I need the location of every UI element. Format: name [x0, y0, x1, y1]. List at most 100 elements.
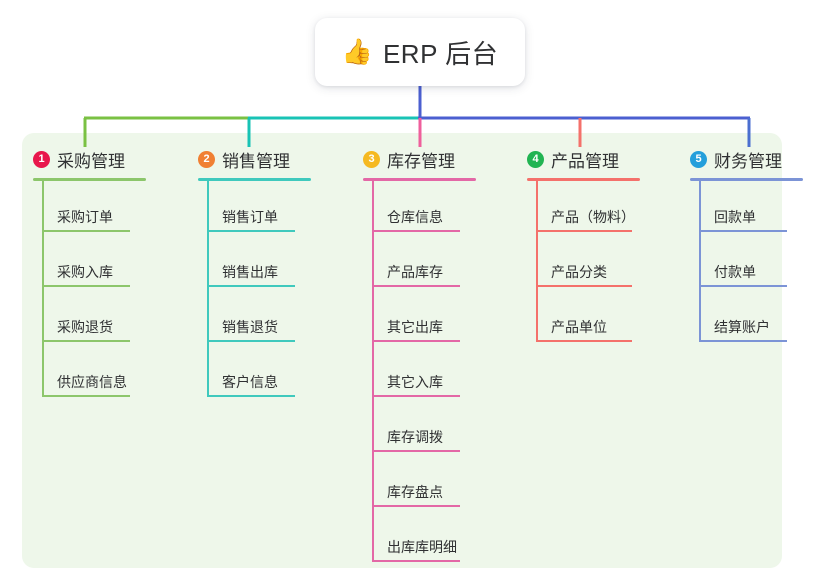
- column-title: 财务管理: [714, 151, 782, 171]
- leaf-list: 产品（物料） 产品分类产品单位: [527, 181, 640, 346]
- leaf-label: 采购订单: [57, 209, 113, 225]
- column-header-3[interactable]: 3 库存管理: [363, 146, 476, 172]
- leaf-label: 销售退货: [222, 319, 278, 335]
- leaf-underline: [536, 230, 632, 232]
- column-2: 2 销售管理销售订单销售出库销售退货客户信息: [198, 146, 311, 401]
- branch-spine: [42, 181, 44, 397]
- root-title: ERP 后台: [382, 38, 499, 69]
- leaf-item[interactable]: 采购退货: [33, 291, 146, 346]
- leaf-label: 回款单: [714, 209, 756, 225]
- leaf-item[interactable]: 采购订单: [33, 181, 146, 236]
- leaf-underline: [207, 340, 295, 342]
- leaf-underline: [372, 395, 460, 397]
- leaf-underline: [42, 230, 130, 232]
- leaf-list: 回款单付款单结算账户: [690, 181, 803, 346]
- number-badge-icon: 2: [198, 150, 215, 168]
- column-3: 3 库存管理仓库信息产品库存其它出库其它入库库存调拨库存盘点出库库明细: [363, 146, 476, 566]
- branch-spine: [699, 181, 701, 342]
- thumbs-up-icon: 👍: [341, 37, 373, 66]
- leaf-item[interactable]: 产品库存: [363, 236, 476, 291]
- leaf-underline: [207, 395, 295, 397]
- leaf-item[interactable]: 回款单: [690, 181, 803, 236]
- leaf-label: 付款单: [714, 264, 756, 280]
- leaf-item[interactable]: 库存调拨: [363, 401, 476, 456]
- leaf-item[interactable]: 产品单位: [527, 291, 640, 346]
- leaf-label: 供应商信息: [57, 374, 127, 390]
- column-underline: [690, 178, 803, 181]
- branch-spine: [372, 181, 374, 562]
- leaf-item[interactable]: 销售出库: [198, 236, 311, 291]
- leaf-underline: [42, 395, 130, 397]
- leaf-label: 库存调拨: [387, 429, 443, 445]
- leaf-label: 其它出库: [387, 319, 443, 335]
- leaf-label: 客户信息: [222, 374, 278, 390]
- leaf-underline: [207, 285, 295, 287]
- leaf-item[interactable]: 仓库信息: [363, 181, 476, 236]
- column-header-4[interactable]: 4 产品管理: [527, 146, 640, 172]
- leaf-item[interactable]: 其它入库: [363, 346, 476, 401]
- leaf-list: 采购订单采购入库采购退货供应商信息: [33, 181, 146, 401]
- leaf-item[interactable]: 采购入库: [33, 236, 146, 291]
- leaf-underline: [699, 230, 787, 232]
- leaf-underline: [699, 285, 787, 287]
- leaf-label: 采购退货: [57, 319, 113, 335]
- leaf-underline: [536, 285, 632, 287]
- column-title: 产品管理: [551, 151, 619, 171]
- number-badge-icon: 1: [33, 150, 50, 168]
- leaf-underline: [372, 560, 460, 562]
- number-badge-icon: 3: [363, 150, 380, 168]
- leaf-label: 出库库明细: [387, 539, 457, 555]
- number-badge-icon: 5: [690, 150, 707, 168]
- column-5: 5 财务管理回款单付款单结算账户: [690, 146, 803, 346]
- leaf-label: 销售订单: [222, 209, 278, 225]
- leaf-item[interactable]: 产品分类: [527, 236, 640, 291]
- leaf-label: 仓库信息: [387, 209, 443, 225]
- leaf-underline: [536, 340, 632, 342]
- leaf-label: 采购入库: [57, 264, 113, 280]
- leaf-item[interactable]: 销售退货: [198, 291, 311, 346]
- leaf-underline: [372, 230, 460, 232]
- leaf-item[interactable]: 结算账户: [690, 291, 803, 346]
- column-4: 4 产品管理产品（物料） 产品分类产品单位: [527, 146, 640, 346]
- column-header-1[interactable]: 1 采购管理: [33, 146, 146, 172]
- leaf-underline: [42, 340, 130, 342]
- column-title: 库存管理: [387, 151, 455, 171]
- leaf-underline: [372, 450, 460, 452]
- leaf-list: 销售订单销售出库销售退货客户信息: [198, 181, 311, 401]
- column-underline: [527, 178, 640, 181]
- number-badge-icon: 4: [527, 150, 544, 168]
- branch-spine: [536, 181, 538, 342]
- leaf-underline: [699, 340, 787, 342]
- column-title: 销售管理: [222, 151, 290, 171]
- leaf-item[interactable]: 付款单: [690, 236, 803, 291]
- column-title: 采购管理: [57, 151, 125, 171]
- leaf-item[interactable]: 客户信息: [198, 346, 311, 401]
- leaf-label: 结算账户: [714, 319, 770, 335]
- root-node[interactable]: 👍 ERP 后台: [315, 18, 525, 86]
- leaf-underline: [372, 505, 460, 507]
- leaf-underline: [372, 285, 460, 287]
- leaf-item[interactable]: 出库库明细: [363, 511, 476, 566]
- leaf-label: 产品（物料）: [551, 209, 635, 225]
- leaf-item[interactable]: 供应商信息: [33, 346, 146, 401]
- leaf-item[interactable]: 库存盘点: [363, 456, 476, 511]
- leaf-list: 仓库信息产品库存其它出库其它入库库存调拨库存盘点出库库明细: [363, 181, 476, 566]
- leaf-underline: [207, 230, 295, 232]
- leaf-item[interactable]: 产品（物料）: [527, 181, 640, 236]
- leaf-label: 库存盘点: [387, 484, 443, 500]
- branch-spine: [207, 181, 209, 397]
- leaf-underline: [42, 285, 130, 287]
- leaf-label: 其它入库: [387, 374, 443, 390]
- leaf-label: 产品库存: [387, 264, 443, 280]
- leaf-label: 产品单位: [551, 319, 607, 335]
- column-header-2[interactable]: 2 销售管理: [198, 146, 311, 172]
- column-underline: [33, 178, 146, 181]
- column-1: 1 采购管理采购订单采购入库采购退货供应商信息: [33, 146, 146, 401]
- leaf-item[interactable]: 销售订单: [198, 181, 311, 236]
- column-underline: [363, 178, 476, 181]
- column-header-5[interactable]: 5 财务管理: [690, 146, 803, 172]
- leaf-item[interactable]: 其它出库: [363, 291, 476, 346]
- leaf-label: 产品分类: [551, 264, 607, 280]
- column-underline: [198, 178, 311, 181]
